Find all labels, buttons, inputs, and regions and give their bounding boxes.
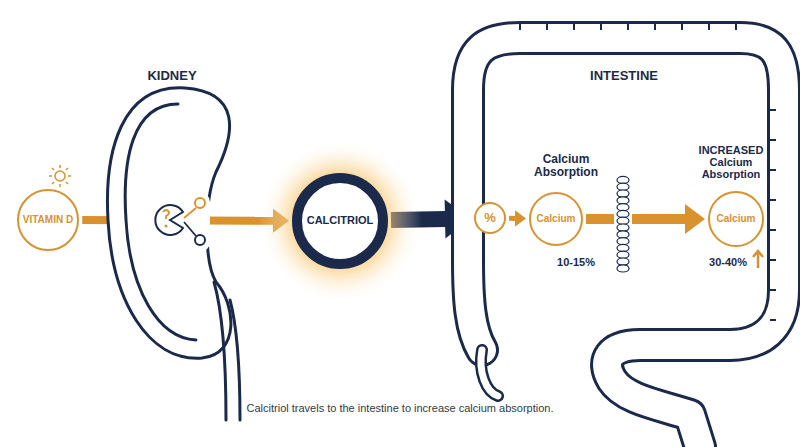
villus [617, 258, 629, 265]
haustra-fold [770, 259, 776, 261]
villus [617, 231, 629, 238]
percent-label: 30-40% [709, 256, 747, 268]
heading-label: INCREASED Calcium Absorption [696, 144, 766, 180]
arrow-shaft [509, 216, 516, 221]
flow-arrow [586, 204, 705, 234]
percent-label: 10-15% [557, 256, 595, 268]
node-text: VITAMIN D [23, 215, 73, 226]
haustra-fold [627, 24, 629, 30]
haustra-fold [708, 24, 710, 30]
node-text: Calcium [537, 214, 576, 225]
haustra-fold [770, 139, 776, 141]
villus [617, 204, 629, 211]
villi-ground [614, 176, 632, 272]
node-text: CALCITRIOL [307, 215, 374, 227]
intestine-outline [468, 38, 784, 447]
calcitriol-circle: CALCITRIOL [292, 173, 388, 269]
haustra-fold [519, 24, 521, 30]
haustra-folds [520, 24, 776, 320]
haustra-fold [770, 229, 776, 231]
haustra-fold [770, 109, 776, 111]
villus [617, 176, 629, 183]
organ-label: INTESTINE [590, 69, 658, 83]
icon-patch [140, 192, 210, 252]
villus [617, 265, 629, 272]
node-text: % [484, 211, 496, 225]
haustra-fold [546, 24, 548, 30]
haustra-fold [573, 24, 575, 30]
calcium-circle: Calcium [708, 191, 764, 247]
haustra-fold [770, 319, 776, 321]
villi-column [614, 176, 632, 272]
haustra-fold [681, 24, 683, 30]
villus [617, 183, 629, 190]
villus [617, 197, 629, 204]
increase-arrow [753, 251, 763, 268]
arrow-head [515, 210, 526, 226]
vitamin-circle: VITAMIN D [17, 189, 79, 251]
flow-arrow [509, 210, 526, 226]
arrow-shaft [586, 214, 686, 224]
caption: Calcitriol travels to the intestine to i… [247, 402, 554, 414]
villus [617, 210, 629, 217]
villus [617, 251, 629, 258]
calcium-circle: Calcium [529, 192, 583, 246]
organ-label: KIDNEY [147, 69, 196, 83]
calcitriol-glow [258, 139, 422, 303]
haustra-fold [770, 199, 776, 201]
haustra-fold [770, 169, 776, 171]
heading-label: Calcium Absorption [526, 153, 606, 179]
villus [617, 244, 629, 251]
kidney-outline [107, 88, 240, 420]
haustra-fold [735, 24, 737, 30]
villus [617, 217, 629, 224]
villus [617, 238, 629, 245]
villus [617, 190, 629, 197]
haustra-fold [770, 289, 776, 291]
sun-icon [49, 165, 71, 187]
haustra-fold [654, 24, 656, 30]
node-text: Calcium [717, 214, 756, 225]
villus [617, 224, 629, 231]
percent-circle: % [474, 202, 506, 234]
enzyme-icon [155, 198, 205, 245]
arrow-head [685, 204, 705, 234]
haustra-fold [600, 24, 602, 30]
